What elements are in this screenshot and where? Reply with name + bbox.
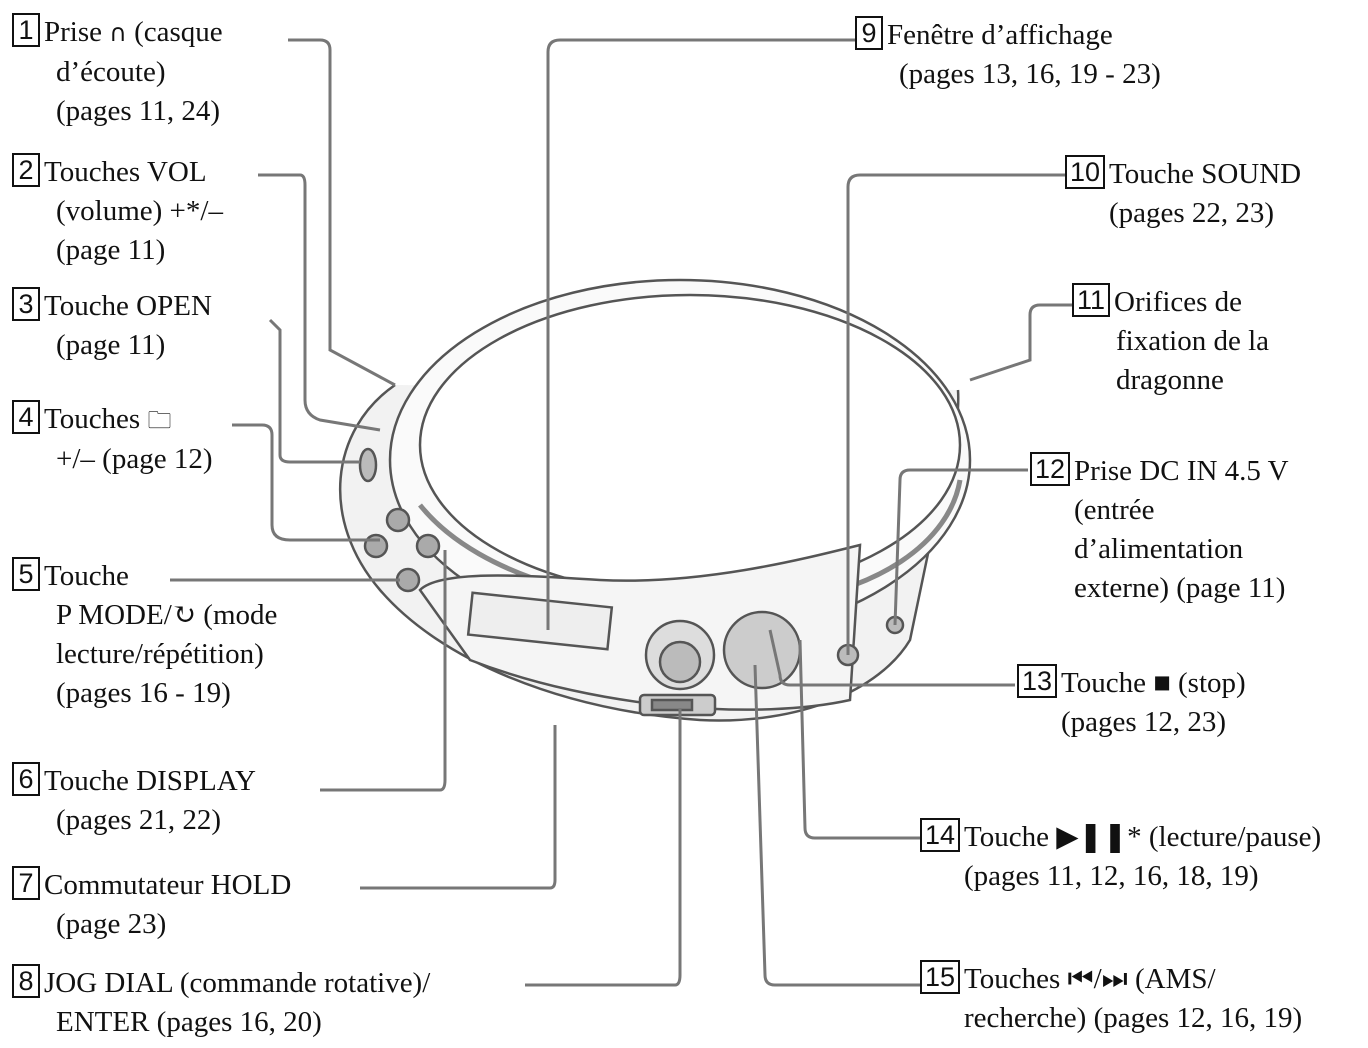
callout-title: Touches [44, 403, 148, 435]
button-pmode [395, 567, 421, 593]
callout-title: Prise DC IN 4.5 V [1074, 455, 1289, 487]
lcd-display [466, 591, 614, 651]
headphones-icon: ∩ [109, 19, 127, 47]
callout-title: Touche [44, 560, 129, 592]
callout-line: recherche) (pages 12, 16, 19) [964, 1002, 1303, 1034]
callout-title-rest: (casque [126, 16, 223, 48]
callout-number: 2 [12, 153, 40, 187]
callout-line: (entrée [1074, 494, 1155, 526]
button-display [415, 533, 441, 559]
callout-line: (volume) +*/– [56, 195, 223, 227]
callout-line: d’écoute) [56, 56, 166, 88]
callout-title: Touche ■ (stop) [1061, 667, 1246, 699]
callout-number: 11 [1072, 283, 1111, 317]
jog-dial-inner [658, 640, 702, 684]
callout-line: (pages 11, 12, 16, 18, 19) [964, 860, 1259, 892]
callout-title: Touche DISPLAY [44, 765, 256, 797]
callout-number: 14 [920, 818, 961, 852]
cd-player-illustration [338, 278, 972, 722]
callout-line: (pages 12, 23) [1061, 706, 1227, 738]
callout-line: (pages 21, 22) [56, 804, 222, 836]
callout-number: 13 [1017, 664, 1058, 698]
button-folder-minus [363, 533, 389, 559]
callout-line: (pages 22, 23) [1109, 197, 1275, 229]
hold-switch-knob [650, 698, 694, 712]
headphone-jack [358, 447, 378, 483]
callout-title: Touches ⏮/⏭ (AMS/ [964, 963, 1216, 995]
callout-number: 8 [12, 964, 40, 998]
callout-line: P MODE/↻ (mode [56, 599, 278, 631]
callout-line: +/– (page 12) [56, 443, 213, 475]
callout-number: 7 [12, 866, 40, 900]
callout-line: lecture/répétition) [56, 638, 264, 670]
callout-line: (pages 16 - 19) [56, 677, 231, 709]
callout-line: dragonne [1116, 364, 1224, 396]
callout-number: 9 [855, 16, 883, 50]
callout-number: 10 [1065, 155, 1106, 189]
callout-number: 4 [12, 400, 40, 434]
button-folder-plus [385, 507, 411, 533]
callout-title: Prise [44, 16, 110, 48]
callout-title: Touche ▶❚❚* (lecture/pause) [964, 821, 1322, 853]
callout-number: 6 [12, 762, 40, 796]
callout-number: 5 [12, 557, 40, 591]
callout-title: Touches VOL [44, 156, 207, 188]
callout-line: (page 23) [56, 908, 167, 940]
callout-title: Orifices de [1114, 286, 1243, 318]
callout-number: 3 [12, 287, 40, 321]
folder-icon: 🗀 [147, 406, 172, 434]
callout-line: d’alimentation [1074, 533, 1244, 565]
callout-title: Commutateur HOLD [44, 869, 292, 901]
transport-buttons [722, 610, 802, 690]
callout-line: ENTER (pages 16, 20) [56, 1006, 322, 1038]
disc-window [418, 293, 962, 597]
callout-title: Fenêtre d’affichage [887, 19, 1113, 51]
callout-number: 12 [1030, 452, 1071, 486]
callout-line: (pages 11, 24) [56, 95, 221, 127]
callout-number: 15 [920, 960, 961, 994]
callout-line: fixation de la [1116, 325, 1270, 357]
callout-line: (page 11) [56, 329, 166, 361]
callout-line: (page 11) [56, 234, 166, 266]
callout-title: JOG DIAL (commande rotative)/ [44, 967, 431, 999]
callout-line: externe) (page 11) [1074, 572, 1286, 604]
callout-line: (pages 13, 16, 19 - 23) [899, 58, 1161, 90]
callout-number: 1 [12, 13, 40, 47]
callout-title: Touche SOUND [1109, 158, 1302, 190]
callout-title: Touche OPEN [44, 290, 212, 322]
leader-lines [170, 38, 1072, 987]
